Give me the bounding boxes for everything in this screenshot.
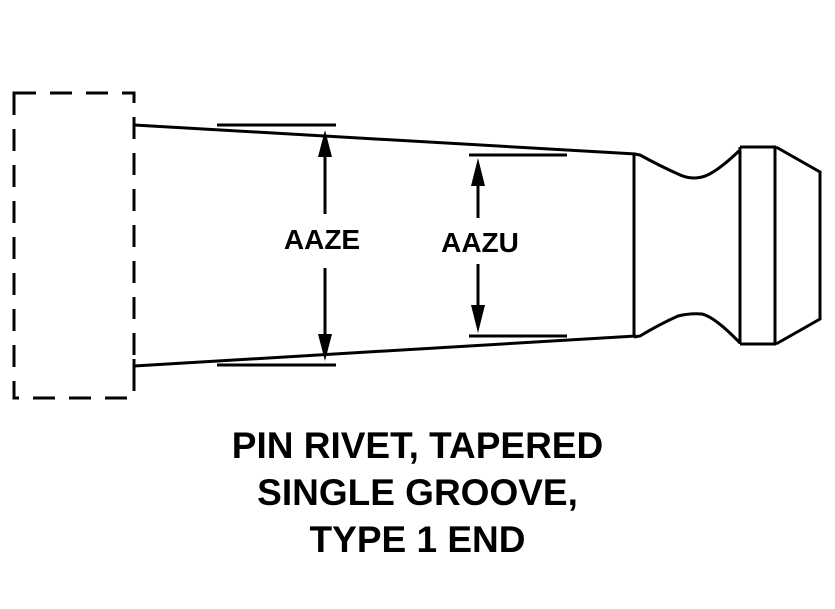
groove-top-profile [633,148,742,180]
tapered-body [132,118,637,374]
aaze-arrow-down-icon [318,334,332,361]
body-top-edge [133,123,637,156]
caption-line-2: SINGLE GROOVE, [257,472,578,513]
aaze-label: AAZE [284,224,360,255]
dimension-aaze: AAZE [217,123,360,367]
caption-line-1: PIN RIVET, TAPERED [231,425,604,466]
caption-line-3: TYPE 1 END [309,519,526,560]
groove-bottom-profile [633,312,742,345]
groove-end [633,145,822,346]
aazu-arrow-down-icon [471,305,485,333]
chamfered-tip [775,145,822,346]
phantom-head-outline [12,91,136,400]
diagram-caption: PIN RIVET, TAPERED SINGLE GROOVE, TYPE 1… [0,422,835,563]
aazu-label: AAZU [441,227,519,258]
aazu-arrow-up-icon [471,158,485,186]
body-bottom-edge [133,334,637,368]
aaze-arrow-up-icon [318,130,332,157]
dimension-aazu: AAZU [441,153,567,338]
